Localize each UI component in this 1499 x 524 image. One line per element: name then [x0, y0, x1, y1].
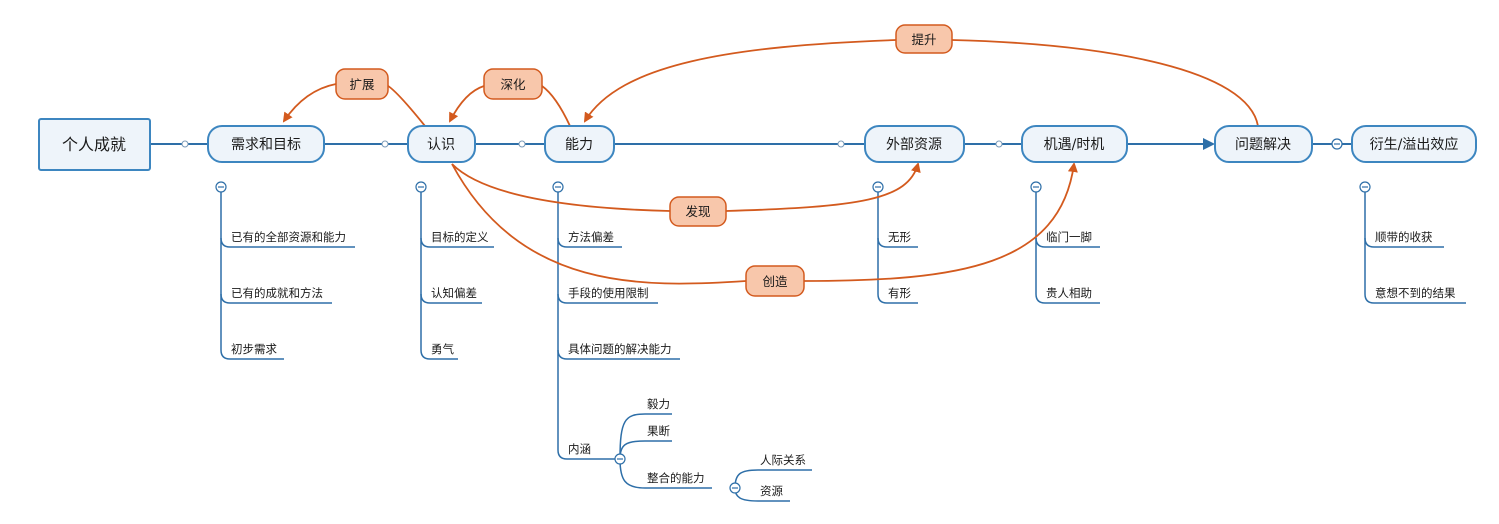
main-connectors [150, 138, 1352, 150]
svg-text:提升: 提升 [911, 32, 936, 47]
subtopic[interactable]: 贵人相助 [1046, 286, 1092, 300]
subtopics-connotation: 毅力 果断 整合的能力 [647, 397, 705, 485]
subtopic[interactable]: 已有的成就和方法 [231, 286, 323, 300]
subtopics-integration: 人际关系 资源 [760, 453, 806, 498]
relation-label-expand[interactable]: 扩展 [335, 68, 389, 100]
topic-external[interactable]: 外部资源 [864, 125, 965, 163]
relation-label-create[interactable]: 创造 [745, 265, 805, 297]
root-topic[interactable]: 个人成就 [38, 118, 151, 171]
subtopic[interactable]: 人际关系 [760, 453, 806, 467]
topic-ability[interactable]: 能力 [544, 125, 615, 163]
subtopics-cognition: 目标的定义 认知偏差 勇气 [431, 230, 489, 356]
subtopic[interactable]: 整合的能力 [647, 471, 705, 485]
svg-text:外部资源: 外部资源 [886, 137, 942, 153]
subtopic[interactable]: 初步需求 [231, 342, 277, 356]
svg-text:能力: 能力 [565, 137, 593, 153]
subtopic[interactable]: 勇气 [431, 342, 454, 356]
subtopics-needs: 已有的全部资源和能力 已有的成就和方法 初步需求 [231, 230, 346, 356]
svg-text:创造: 创造 [762, 274, 788, 289]
subtopic[interactable]: 方法偏差 [568, 230, 614, 244]
topic-solve[interactable]: 问题解决 [1214, 125, 1313, 163]
subtopic[interactable]: 毅力 [647, 397, 670, 411]
topic-needs[interactable]: 需求和目标 [207, 125, 325, 163]
subtopic[interactable]: 认知偏差 [431, 286, 477, 300]
subtopic[interactable]: 资源 [760, 484, 783, 498]
relation-label-improve[interactable]: 提升 [895, 24, 953, 54]
subtopic[interactable]: 目标的定义 [431, 230, 489, 244]
subtopic[interactable]: 意想不到的结果 [1375, 286, 1456, 300]
svg-text:问题解决: 问题解决 [1235, 137, 1291, 153]
svg-text:机遇/时机: 机遇/时机 [1044, 137, 1105, 153]
topic-derived[interactable]: 衍生/溢出效应 [1351, 125, 1477, 163]
subtopics-opportunity: 临门一脚 贵人相助 [1046, 230, 1092, 300]
relation-label-deepen[interactable]: 深化 [483, 68, 543, 100]
relationship-curves [282, 39, 1259, 285]
subtopics-ability: 方法偏差 手段的使用限制 具体问题的解决能力 内涵 [568, 230, 672, 456]
collapse-toggles[interactable] [215, 138, 1371, 494]
topic-opportunity[interactable]: 机遇/时机 [1021, 125, 1128, 163]
subtopic[interactable]: 有形 [888, 286, 911, 300]
svg-text:深化: 深化 [500, 77, 526, 92]
relation-label-discover[interactable]: 发现 [669, 196, 727, 227]
svg-text:扩展: 扩展 [349, 77, 374, 92]
svg-text:需求和目标: 需求和目标 [231, 137, 301, 153]
subtopic[interactable]: 手段的使用限制 [568, 286, 649, 300]
branch-lines [220, 187, 1466, 502]
svg-text:个人成就: 个人成就 [62, 135, 126, 154]
subtopics-external: 无形 有形 [888, 230, 911, 300]
subtopic[interactable]: 无形 [888, 230, 911, 244]
subtopics-derived: 顺带的收获 意想不到的结果 [1375, 230, 1456, 300]
svg-text:认识: 认识 [427, 137, 455, 153]
subtopic[interactable]: 内涵 [568, 442, 591, 456]
subtopic[interactable]: 果断 [647, 424, 670, 438]
subtopic[interactable]: 已有的全部资源和能力 [231, 230, 346, 244]
topic-cognition[interactable]: 认识 [407, 125, 476, 163]
subtopic[interactable]: 顺带的收获 [1375, 230, 1433, 244]
subtopic[interactable]: 具体问题的解决能力 [568, 342, 672, 356]
svg-text:发现: 发现 [685, 204, 710, 219]
svg-text:衍生/溢出效应: 衍生/溢出效应 [1370, 136, 1459, 153]
subtopic[interactable]: 临门一脚 [1046, 230, 1092, 244]
